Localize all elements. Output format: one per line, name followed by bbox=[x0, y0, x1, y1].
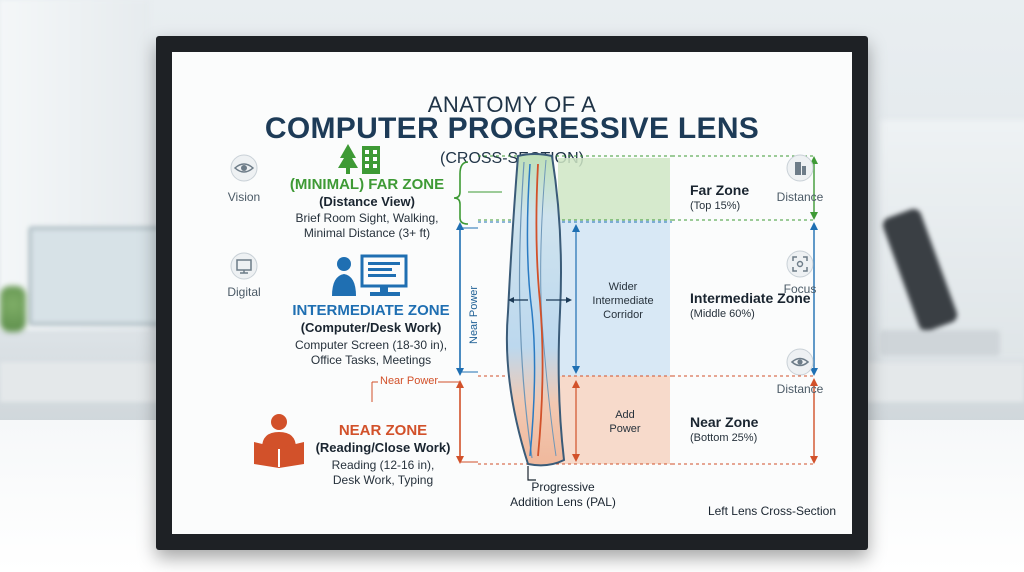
near-power-vertical-label: Near Power bbox=[468, 285, 480, 344]
tree-building-icon bbox=[338, 144, 380, 174]
right-near-zone-title: Near Zone bbox=[690, 414, 759, 430]
eye-icon bbox=[230, 154, 258, 182]
far-zone-title: (MINIMAL) FAR ZONE bbox=[289, 176, 445, 193]
intermediate-zone-description: Computer Screen (18-30 in),Office Tasks,… bbox=[294, 338, 448, 367]
right-icon-label-focus: Focus bbox=[783, 282, 817, 296]
right-near-zone-sub: (Bottom 25%) bbox=[690, 432, 758, 444]
background-monitor bbox=[28, 226, 166, 326]
building-icon bbox=[786, 154, 814, 182]
intermediate-zone-subtitle: (Computer/Desk Work) bbox=[300, 320, 442, 335]
intermediate-zone-band bbox=[558, 220, 670, 376]
background-plant bbox=[0, 286, 26, 332]
right-intermediate-zone-sub: (Middle 60%) bbox=[690, 308, 755, 320]
monitor-icon bbox=[230, 252, 258, 280]
near-zone-band bbox=[558, 376, 670, 464]
far-zone-band bbox=[558, 158, 670, 220]
title-line-1: ANATOMY OF A bbox=[427, 92, 597, 117]
focus-icon bbox=[786, 250, 814, 278]
picture-frame: ANATOMY OF A COMPUTER PROGRESSIVE LENS (… bbox=[156, 36, 868, 550]
far-zone-description: Brief Room Sight, Walking,Minimal Distan… bbox=[295, 211, 439, 240]
person-computer-icon bbox=[332, 254, 408, 296]
right-icon-label-distance-1: Distance bbox=[776, 190, 824, 204]
near-zone-description: Reading (12-16 in),Desk Work, Typing bbox=[331, 458, 435, 487]
title-line-2: COMPUTER PROGRESSIVE LENS bbox=[264, 112, 760, 145]
near-zone-title: NEAR ZONE bbox=[338, 422, 428, 439]
left-icon-label-digital: Digital bbox=[227, 285, 261, 299]
power-curve-blue bbox=[526, 163, 536, 457]
left-icon-label-vision: Vision bbox=[227, 190, 261, 204]
footer-caption: Left Lens Cross-Section bbox=[707, 504, 836, 518]
eye-icon bbox=[786, 348, 814, 376]
near-zone-subtitle: (Reading/Close Work) bbox=[315, 440, 451, 455]
person-reading-icon bbox=[254, 414, 304, 468]
far-zone-subtitle: (Distance View) bbox=[319, 194, 415, 209]
right-far-zone-sub: (Top 15%) bbox=[690, 200, 741, 212]
lens-cross-section bbox=[505, 153, 566, 467]
background-microscope bbox=[880, 200, 1000, 360]
poster: ANATOMY OF A COMPUTER PROGRESSIVE LENS (… bbox=[172, 52, 852, 534]
near-power-top-label: Near Power bbox=[380, 375, 439, 387]
lens-diagram bbox=[371, 153, 818, 481]
right-icon-label-distance-2: Distance bbox=[776, 382, 824, 396]
power-curve-red bbox=[535, 163, 544, 457]
right-intermediate-zone-title: Intermediate Zone bbox=[690, 290, 811, 306]
right-far-zone-title: Far Zone bbox=[690, 182, 750, 198]
intermediate-zone-title: INTERMEDIATE ZONE bbox=[292, 302, 450, 319]
